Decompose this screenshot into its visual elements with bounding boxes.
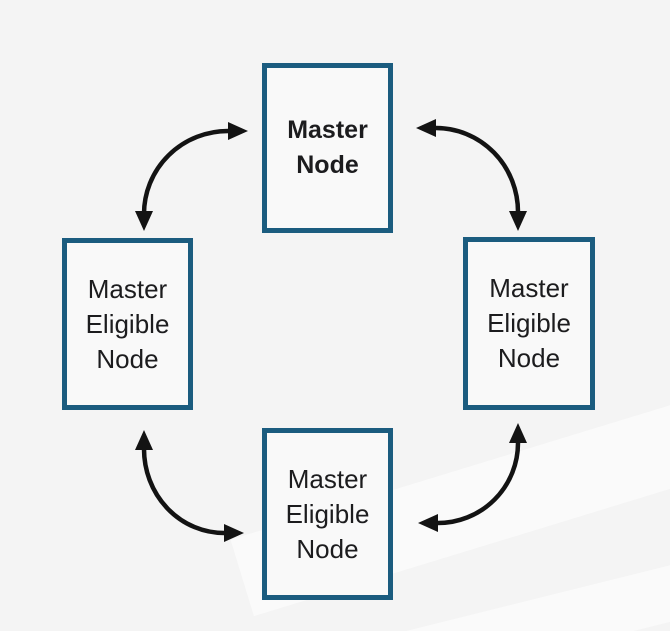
node-master-eligible-bottom: Master Eligible Node [262, 428, 393, 600]
curved-double-arrow-bottom-to-right-icon [418, 423, 527, 532]
node-master-eligible-left: Master Eligible Node [62, 238, 193, 410]
node-master: Master Node [262, 63, 393, 233]
node-master-label: Master Node [287, 116, 368, 179]
curved-double-arrow-left-to-master-icon [135, 122, 248, 231]
node-master-eligible-right: Master Eligible Node [463, 237, 595, 410]
node-master-eligible-left-label: Master Eligible Node [85, 273, 170, 374]
curved-double-arrow-left-to-bottom-icon [135, 430, 244, 542]
node-master-eligible-bottom-label: Master Eligible Node [285, 463, 370, 564]
curved-double-arrow-master-to-right-icon [416, 119, 527, 231]
node-master-eligible-right-label: Master Eligible Node [487, 273, 571, 373]
